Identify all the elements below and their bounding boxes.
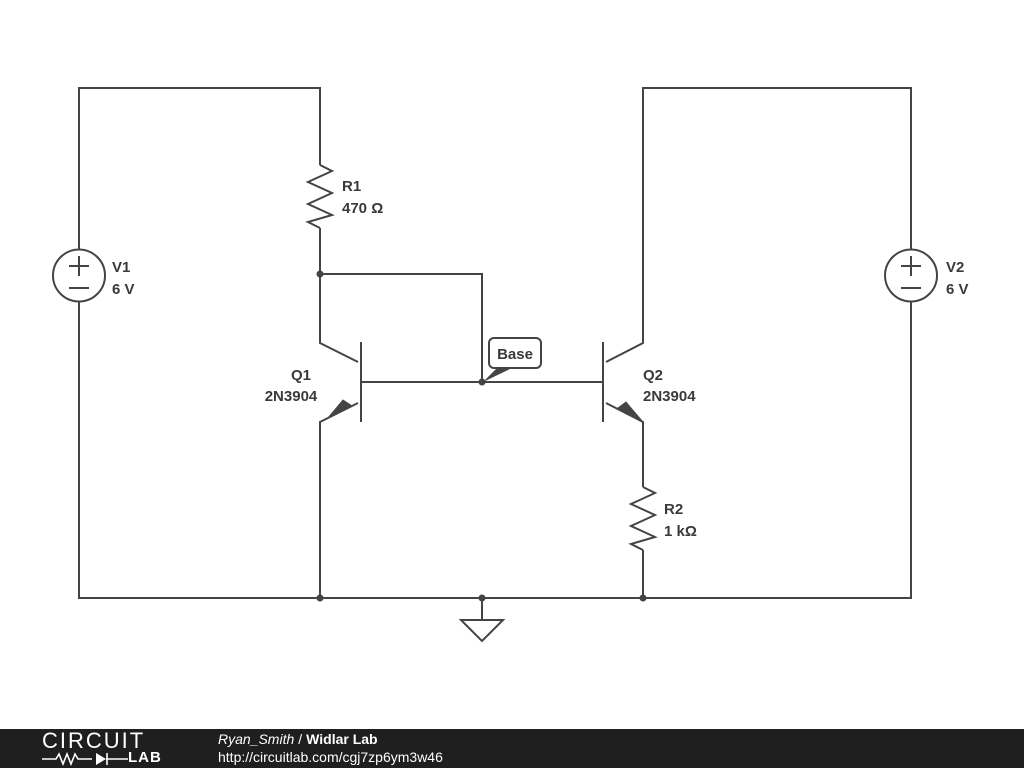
net-label-base[interactable]: Base bbox=[483, 337, 542, 382]
logo-text-bottom: LAB bbox=[128, 749, 162, 766]
q1-name: Q1 bbox=[291, 367, 311, 384]
transistor-q1[interactable]: Q1 2N3904 bbox=[265, 342, 362, 422]
net-label-pointer bbox=[483, 368, 512, 382]
junction-dot bbox=[478, 594, 486, 602]
voltage-source-v1[interactable]: V1 6 V bbox=[52, 248, 135, 303]
q2-emitter-arrow bbox=[617, 401, 643, 422]
junction-dot bbox=[639, 594, 647, 602]
ground-icon bbox=[458, 619, 506, 643]
junction-dot bbox=[316, 270, 324, 278]
circuit-url-link[interactable]: http://circuitlab.com/cgj7zp6ym3w46 bbox=[218, 749, 443, 765]
wire-q2-emitter bbox=[605, 402, 644, 487]
circuit-title[interactable]: Widlar Lab bbox=[306, 731, 378, 747]
v1-name: V1 bbox=[112, 259, 130, 276]
net-label-box bbox=[488, 337, 542, 369]
logo-text-top: CIRCUIT bbox=[42, 728, 146, 753]
q2-value: 2N3904 bbox=[643, 388, 696, 405]
resistor-r1[interactable]: R1 470 Ω bbox=[305, 164, 383, 229]
wire-top-left bbox=[78, 87, 321, 249]
r1-value: 470 Ω bbox=[342, 200, 383, 217]
footer-bar: CIRCUIT LAB Ryan_Smith/Widlar Lab http:/… bbox=[0, 729, 1024, 768]
r2-value: 1 kΩ bbox=[664, 523, 697, 540]
q2-name: Q2 bbox=[643, 367, 663, 384]
v1-circle bbox=[52, 248, 106, 303]
v2-circle bbox=[884, 248, 938, 303]
v2-value: 6 V bbox=[946, 281, 969, 298]
v1-value: 6 V bbox=[112, 281, 135, 298]
voltage-source-v2[interactable]: V2 6 V bbox=[884, 248, 969, 303]
wire-diode-connect bbox=[320, 273, 483, 382]
wire-q2-collector bbox=[605, 87, 912, 363]
ground-triangle bbox=[458, 619, 506, 643]
net-label-text: Base bbox=[497, 346, 533, 363]
logo-waveform-icon bbox=[42, 751, 128, 767]
wire-left-bottom bbox=[78, 302, 643, 599]
author-link[interactable]: Ryan_Smith bbox=[218, 731, 295, 747]
v2-name: V2 bbox=[946, 259, 964, 276]
circuitlab-logo[interactable]: CIRCUIT LAB bbox=[42, 728, 182, 767]
resistor-r2[interactable]: R2 1 kΩ bbox=[628, 486, 697, 551]
junction-dot bbox=[478, 378, 486, 386]
r1-name: R1 bbox=[342, 178, 361, 195]
junction-dot bbox=[316, 594, 324, 602]
wire-r1-to-q1c bbox=[319, 228, 359, 363]
wire-q1-emitter bbox=[319, 402, 359, 598]
resistor-r1-zigzag bbox=[305, 164, 335, 229]
r2-name: R2 bbox=[664, 501, 683, 518]
circuit-schematic: R1 470 Ω R2 1 kΩ V1 6 V V2 6 V bbox=[52, 87, 969, 643]
circuit-byline: Ryan_Smith/Widlar Lab bbox=[218, 731, 378, 748]
transistor-q2[interactable]: Q2 2N3904 bbox=[602, 342, 696, 422]
junction-dots bbox=[316, 270, 647, 602]
resistor-r2-zigzag bbox=[628, 486, 658, 551]
q1-emitter-arrow bbox=[327, 399, 353, 419]
q1-value: 2N3904 bbox=[265, 388, 318, 405]
byline-separator: / bbox=[298, 731, 303, 747]
wire-r2-bottom bbox=[642, 302, 912, 599]
